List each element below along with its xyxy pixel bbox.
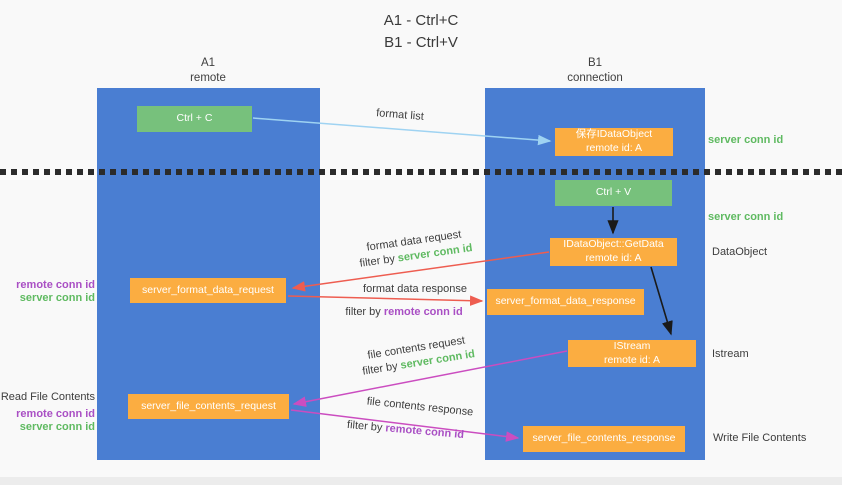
node-ctrl-v: Ctrl + V (555, 180, 672, 206)
format-request-label: server_format_data_request (142, 283, 274, 296)
save-idataobject-line1: 保存IDataObject (575, 128, 653, 141)
title-line-1: A1 - Ctrl+C (383, 12, 459, 29)
istream-line2: remote id: A (603, 353, 661, 366)
node-save-idataobject: 保存IDataObject remote id: A (555, 128, 673, 156)
remote-conn-id-text: remote conn id (383, 306, 463, 318)
format-data-request-labels: format data request filter by server con… (334, 224, 496, 273)
column-a1-subtitle: remote (190, 71, 226, 84)
format-server-conn-id-label: server conn id (19, 292, 95, 304)
ctrl-c-label: Ctrl + C (176, 112, 213, 125)
file-server-conn-id-label: server conn id (19, 421, 95, 433)
file-contents-response-filter: filter by remote conn id (333, 418, 478, 443)
file-contents-response-label: file contents response (366, 395, 474, 419)
ctrl-v-label: Ctrl + V (595, 186, 632, 199)
column-header-a1: A1 remote (133, 56, 283, 86)
write-file-contents-label: Write File Contents (713, 432, 807, 444)
filter-by-text: filter by (346, 418, 386, 435)
node-ctrl-c: Ctrl + C (137, 106, 252, 132)
read-file-contents-label: Read File Contents (0, 391, 95, 403)
node-server-file-contents-request: server_file_contents_request (128, 394, 289, 419)
diagram-title: A1 - Ctrl+C B1 - Ctrl+V (0, 10, 842, 54)
node-server-format-data-response: server_format_data_response (487, 289, 644, 315)
bottom-edge-strip (0, 477, 842, 485)
server-conn-id-label-mid: server conn id (708, 211, 784, 223)
node-idataobject-getdata: IDataObject::GetData remote id: A (550, 238, 677, 266)
column-a1-id: A1 (200, 57, 216, 69)
format-data-response-filter: filter by remote conn id (334, 306, 474, 318)
file-request-label: server_file_contents_request (141, 399, 276, 412)
format-data-response-label: format data response (363, 283, 467, 295)
format-response-label: server_format_data_response (495, 295, 636, 308)
filter-by-text: filter by (345, 306, 384, 318)
node-istream: IStream remote id: A (568, 340, 696, 367)
getdata-line2: remote id: A (585, 252, 642, 264)
title-line-2: B1 - Ctrl+V (384, 33, 458, 51)
column-header-b1: B1 connection (520, 56, 670, 86)
node-server-format-data-request: server_format_data_request (130, 278, 286, 303)
dataobject-label: DataObject (712, 246, 768, 258)
file-response-label: server_file_contents_response (532, 432, 676, 445)
istream-line1: IStream (613, 339, 651, 352)
phase-separator-line (0, 169, 842, 175)
getdata-line1: IDataObject::GetData (563, 238, 664, 251)
format-list-label: format list (375, 107, 425, 123)
remote-conn-id-text: remote conn id (384, 422, 465, 442)
save-idataobject-line2: remote id: A (585, 142, 643, 154)
filter-by-text: filter by (358, 252, 399, 270)
file-remote-conn-id-label: remote conn id (16, 408, 95, 420)
istream-side-label: Istream (712, 348, 749, 360)
node-server-file-contents-response: server_file_contents_response (523, 426, 685, 452)
file-contents-request-labels: file contents request filter by server c… (339, 330, 496, 381)
column-b1-id: B1 (587, 57, 603, 69)
server-conn-id-label-top: server conn id (708, 134, 784, 146)
column-b1-subtitle: connection (567, 71, 623, 84)
filter-by-text: filter by (361, 359, 402, 378)
format-remote-conn-id-label: remote conn id (16, 279, 95, 291)
